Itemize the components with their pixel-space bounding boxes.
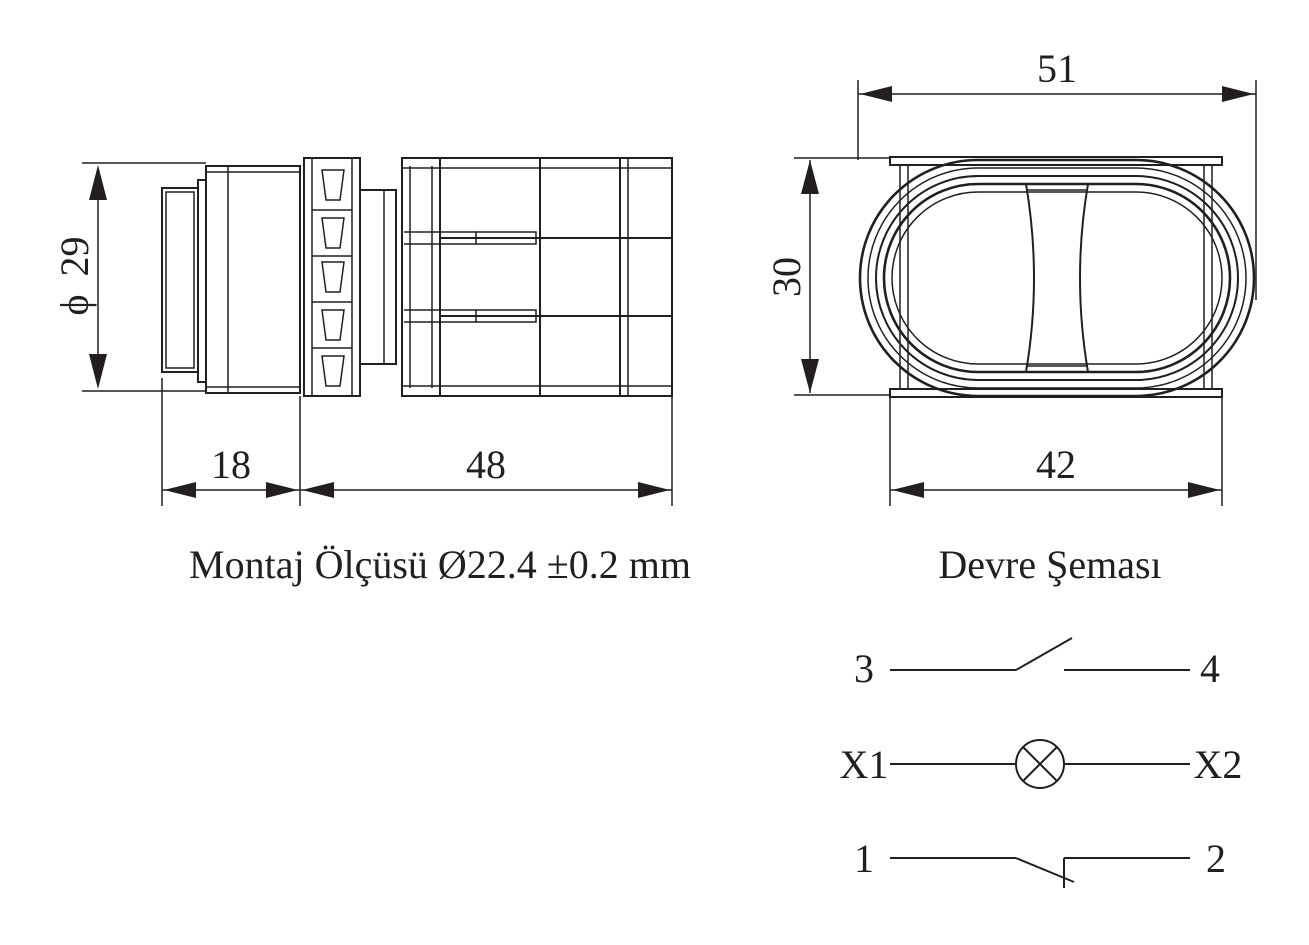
- width-label: 51: [1037, 46, 1077, 91]
- front-view: 51 30 42 Devre Şeması: [764, 46, 1257, 587]
- terminal-3: 3: [854, 646, 874, 691]
- head-length-label: 18: [211, 442, 251, 487]
- bezel: [205, 165, 301, 394]
- divider: [1024, 183, 1090, 373]
- height-label: 30: [764, 257, 809, 297]
- width-dimension: 51: [857, 46, 1257, 300]
- length-dimensions: 18 48: [161, 378, 673, 506]
- terminal-1: 1: [854, 836, 874, 881]
- diameter-symbol: ϕ: [52, 294, 97, 315]
- svg-text:ϕ 29: ϕ 29: [52, 236, 97, 315]
- outer-oval: [858, 158, 1256, 398]
- inner-width-dimension: 42: [889, 397, 1223, 506]
- lamp-icon: [1015, 739, 1065, 789]
- height-dimension: 30: [764, 157, 890, 396]
- body-length-label: 48: [466, 442, 506, 487]
- no-contact: 3 4: [854, 637, 1220, 691]
- inner-oval: [882, 182, 1232, 374]
- circuit-caption: Devre Şeması: [938, 542, 1161, 587]
- lamp: X1 X2: [840, 739, 1243, 789]
- contact-body: [401, 157, 673, 397]
- mounting-caption: Montaj Ölçüsü Ø22.4 ±0.2 mm: [189, 542, 691, 587]
- nc-contact: 1 2: [854, 836, 1226, 888]
- side-view: ϕ 29 18 48 Montaj Ölçüsü Ø22.4 ±0.2 mm: [52, 157, 691, 587]
- terminal-x2: X2: [1194, 742, 1243, 787]
- terminal-4: 4: [1200, 646, 1220, 691]
- button-cap: [161, 187, 199, 373]
- locking-nut: [303, 157, 361, 397]
- circuit-diagram: 3 4 X1 X2 1 2: [840, 637, 1243, 888]
- terminal-x1: X1: [840, 742, 889, 787]
- diameter-value: 29: [52, 236, 97, 276]
- inner-width-label: 42: [1036, 442, 1076, 487]
- terminal-2: 2: [1206, 836, 1226, 881]
- diameter-dimension: ϕ 29: [52, 162, 206, 392]
